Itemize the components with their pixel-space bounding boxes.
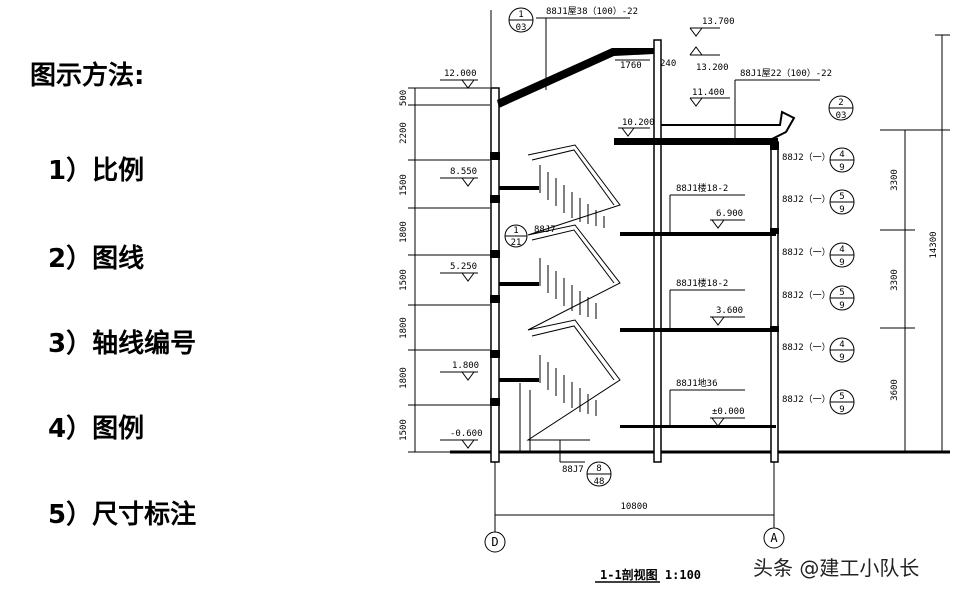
window-detail-4-num: 4 — [839, 340, 844, 350]
window-label-5: 88J2（一） — [782, 394, 831, 405]
axis-label-a: A — [770, 531, 778, 545]
note-ground: 88J1地36 — [676, 377, 718, 389]
left-wall-lintels — [490, 152, 500, 406]
elev-11400: 11.400 — [692, 88, 725, 98]
note-stair-bottom: 88J7 — [562, 465, 584, 475]
note-roof-top: 88J1屋38（100）-22 — [546, 6, 638, 17]
elev-12000: 12.000 — [444, 69, 477, 79]
window-detail-2-den: 9 — [839, 258, 844, 268]
elev-0: ±0.000 — [712, 407, 745, 417]
axis-lines — [490, 10, 775, 532]
elev-8550: 8.550 — [450, 167, 477, 177]
elev-13200: 13.200 — [696, 63, 729, 73]
window-label-3: 88J2（一） — [782, 290, 831, 301]
window-detail-1-num: 5 — [839, 192, 844, 202]
right-elevation-markers — [618, 27, 745, 427]
elev-3600: 3.600 — [716, 306, 743, 316]
elev-1800: 1.800 — [452, 361, 479, 371]
window-detail-5-num: 5 — [839, 392, 844, 402]
detail-stair-den: 21 — [511, 238, 522, 248]
right-dim-0: 3300 — [890, 169, 900, 191]
left-dim-7: 1500 — [399, 419, 409, 441]
overall-height-dim: 14300 — [929, 231, 939, 258]
leader-lines — [536, 17, 820, 463]
window-label-1: 88J2（一） — [782, 194, 831, 205]
elev-13700: 13.700 — [702, 17, 735, 27]
right-wall — [770, 141, 779, 463]
left-dimension-chain — [408, 87, 490, 453]
left-dim-1: 2200 — [399, 122, 409, 144]
elev-minus600: -0.600 — [450, 429, 483, 439]
axis-bubble-a — [763, 527, 785, 549]
window-label-4: 88J2（一） — [782, 342, 831, 353]
watermark: 头条 @建工小队长 — [753, 556, 920, 580]
elev-10200: 10.200 — [622, 118, 655, 128]
axis-bubble-d — [484, 531, 506, 553]
detail-bottom-den: 48 — [594, 477, 605, 487]
left-dimension-labels: 500 2200 1500 1800 1500 1800 1800 1500 — [399, 90, 409, 441]
section-heading: 图示方法: — [30, 61, 145, 91]
note-floor1: 88J1楼18-2 — [676, 182, 728, 194]
floor-slabs — [499, 186, 776, 428]
right-dimension-chain — [880, 34, 950, 453]
item-scale: 1）比例 — [48, 156, 145, 186]
window-detail-2-num: 4 — [839, 245, 844, 255]
axis-label-d: D — [491, 535, 498, 549]
item-legend: 4）图例 — [48, 414, 145, 444]
detail-stair-num: 1 — [513, 226, 518, 236]
left-dim-5: 1800 — [399, 317, 409, 339]
window-label-0: 88J2（一） — [782, 152, 831, 163]
detail-right-num: 2 — [838, 98, 843, 108]
window-callouts: 88J2（一） 4 9 88J2（一） 5 9 88J2（一） 4 9 88J2… — [782, 147, 855, 415]
left-dim-3: 1800 — [399, 221, 409, 243]
left-elevation-markers — [440, 79, 478, 449]
window-detail-0-num: 4 — [839, 150, 844, 160]
detail-bottom-num: 8 — [596, 464, 601, 474]
window-detail-4-den: 9 — [839, 353, 844, 363]
elev-6900: 6.900 — [716, 209, 743, 219]
window-label-2: 88J2（一） — [782, 247, 831, 258]
right-dim-2: 3600 — [890, 379, 900, 401]
left-dim-6: 1800 — [399, 367, 409, 389]
detail-right-den: 03 — [836, 111, 847, 121]
left-dim-4: 1500 — [399, 269, 409, 291]
item-dimensioning: 5）尺寸标注 — [48, 500, 197, 530]
detail-top-num: 1 — [518, 10, 523, 20]
window-detail-1-den: 9 — [839, 205, 844, 215]
window-detail-5-den: 9 — [839, 405, 844, 415]
item-line-types: 2）图线 — [48, 244, 145, 274]
note-stair-ref: 88J7 — [534, 225, 556, 235]
note-dim-1760: 1760 — [620, 61, 642, 71]
elev-5250: 5.250 — [450, 262, 477, 272]
note-dim-240: 240 — [660, 59, 676, 69]
right-dim-1: 3300 — [890, 269, 900, 291]
window-detail-3-den: 9 — [839, 301, 844, 311]
stair-flights — [519, 144, 621, 452]
drawing-caption: 1-1剖视图 1:100 — [600, 568, 702, 582]
item-axis-numbering: 3）轴线编号 — [48, 329, 197, 359]
window-detail-0-den: 9 — [839, 163, 844, 173]
note-floor2: 88J1楼18-2 — [676, 277, 728, 289]
left-dim-2: 1500 — [399, 174, 409, 196]
roof-slab-right — [614, 138, 778, 145]
note-roof-right: 88J1屋22（100）-22 — [740, 68, 832, 79]
middle-wall — [653, 39, 662, 463]
window-detail-3-num: 5 — [839, 288, 844, 298]
roof-parapet — [661, 110, 796, 141]
left-dim-0: 500 — [399, 90, 409, 106]
roof-slab-sloped — [497, 48, 654, 108]
detail-top-den: 03 — [516, 23, 527, 33]
detail-callouts: 1 03 2 03 1 21 8 48 — [504, 7, 854, 487]
overall-width-dim: 10800 — [620, 502, 647, 512]
